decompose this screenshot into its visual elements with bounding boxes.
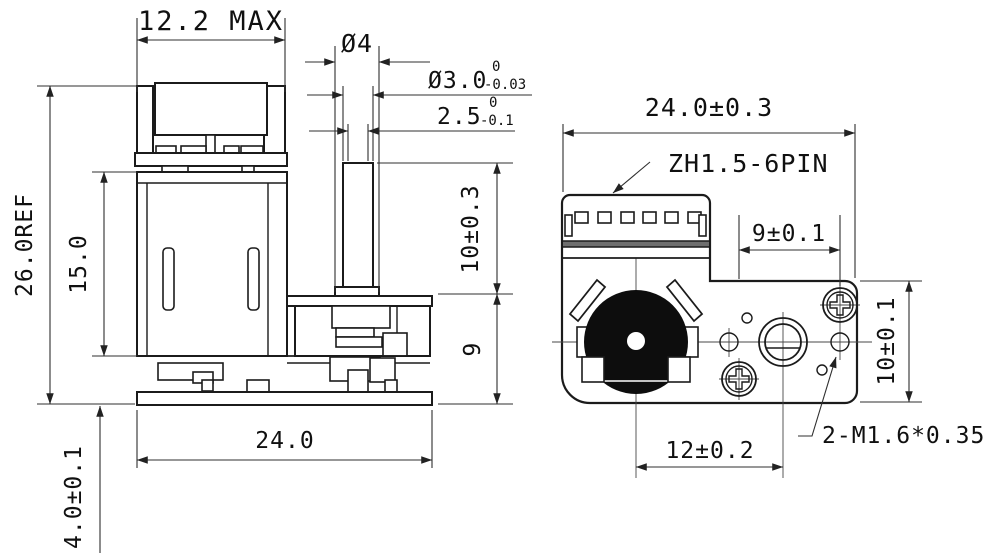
connector-slot-right (698, 214, 707, 237)
connector-callout-label: ZH1.5-6PIN (668, 149, 829, 178)
dim-shaft-length-label: 10±0.3 (458, 184, 484, 273)
thread-callout: 2-M1.6*0.35 (798, 356, 985, 449)
dim-screw-spacing-label: 9±0.1 (752, 221, 826, 247)
dim-gearbox-height-label: 9 (460, 342, 486, 357)
dim-body-height-label: 15.0 (66, 234, 92, 293)
motor-body-lines (137, 182, 287, 356)
dim-shaft-dia-tol-upper: 0 (492, 59, 500, 75)
chamfer-left (568, 278, 607, 323)
dim-shaft-flat-tol-lower: -0.1 (480, 113, 514, 129)
dim-width-top: 12.2 MAX (136, 6, 286, 92)
thread-hole-right (830, 332, 850, 352)
connector-housing (154, 82, 268, 136)
connector-left-wall (136, 85, 154, 154)
connector-front (562, 211, 710, 259)
dim-bearing-dia: Ø4 (305, 29, 430, 292)
dim-screw-spacing: 9±0.1 (738, 215, 841, 286)
dim-overall-width: 24.0±0.3 (562, 93, 856, 278)
connector-callout: ZH1.5-6PIN (612, 149, 829, 194)
dim-base-height: 4.0±0.1 (61, 405, 104, 553)
dim-overall-width-label: 24.0±0.3 (645, 93, 773, 122)
right-view (552, 193, 872, 478)
motor-body (136, 171, 288, 357)
lower-gear-details (157, 356, 398, 393)
connector-band (563, 241, 709, 247)
dim-shaft-offset: 12±0.2 (635, 438, 784, 471)
thread-callout-label: 2-M1.6*0.35 (822, 423, 985, 449)
pilot-hole-top (741, 312, 753, 324)
dim-flange-height-label: 10±0.1 (874, 296, 900, 385)
rotor-notch-right (667, 356, 691, 383)
dim-shaft-flat-tol-upper: 0 (489, 95, 497, 111)
dim-shaft-length: 10±0.3 (377, 162, 513, 295)
gearbox-top-plate (286, 295, 433, 307)
screw-top-right (820, 286, 860, 360)
connector-slot-left (564, 214, 573, 237)
left-view (134, 82, 433, 406)
pilot-hole-bottom (816, 364, 828, 376)
dim-shaft-flat-label: 2.5 (437, 104, 482, 130)
dim-base-width: 24.0 (136, 410, 433, 468)
dim-flange-height: 10±0.1 (860, 280, 922, 403)
output-shaft (342, 162, 374, 288)
screw-bottom (719, 358, 759, 400)
motor-slot-left (162, 247, 175, 311)
dim-shaft-dia-tol-lower: -0.03 (484, 77, 526, 93)
connector-stem (205, 134, 216, 154)
rotor-center-hole (627, 332, 645, 350)
dim-base-width-label: 24.0 (255, 428, 314, 454)
base-plate (136, 391, 433, 406)
dim-shaft-offset-label: 12±0.2 (665, 438, 754, 464)
gearbox-internals (331, 305, 408, 357)
dim-overall-height: 26.0REF (12, 85, 137, 405)
rotor-notch-left (581, 356, 605, 383)
shaft-boss (758, 317, 808, 367)
dim-body-height: 15.0 (66, 171, 137, 357)
dim-shaft-flat: 2.5 0 -0.1 (309, 95, 515, 161)
thread-hole-left (719, 328, 739, 357)
dim-shaft-dia: Ø3.0 0 -0.03 (307, 59, 532, 161)
shaft-collar (334, 286, 380, 297)
dim-base-height-label: 4.0±0.1 (61, 445, 87, 549)
dim-overall-height-label: 26.0REF (12, 193, 38, 297)
dim-gearbox-height: 9 (438, 293, 513, 405)
motor-slot-right (247, 247, 260, 311)
dim-width-top-label: 12.2 MAX (138, 6, 284, 37)
dim-shaft-dia-label: Ø3.0 (428, 68, 487, 94)
dim-bearing-dia-label: Ø4 (341, 29, 373, 58)
connector-base-plate (134, 152, 288, 167)
chamfer-right (665, 278, 704, 323)
